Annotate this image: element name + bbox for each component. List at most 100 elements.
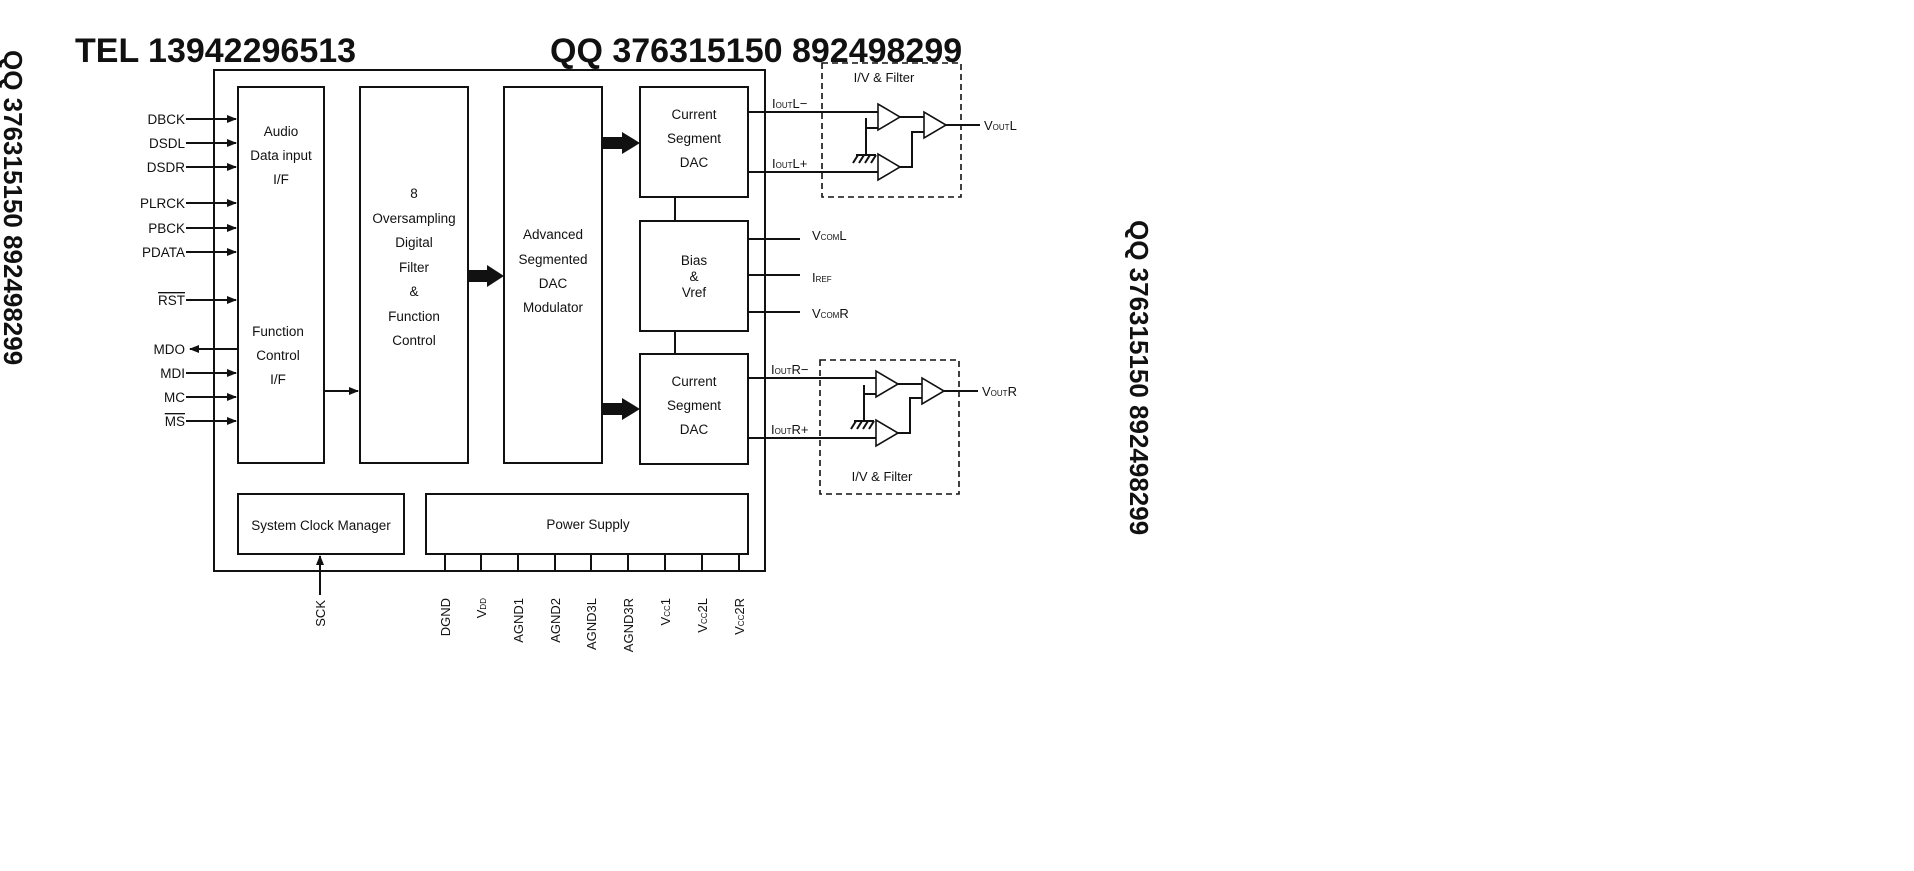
watermark-side-left: QQ 376315150 892498299	[0, 50, 28, 365]
audio-if-line: Audio	[264, 124, 299, 139]
pin-label: MDI	[160, 366, 185, 381]
pin-ms: MS	[165, 414, 237, 429]
ground-symbol-left	[852, 154, 877, 164]
dac-left-line: Segment	[667, 131, 721, 146]
power-pin-label: VCC1	[658, 598, 673, 625]
filter-line: &	[409, 284, 418, 299]
power-pin: AGND3L	[584, 554, 599, 650]
opamp-right-lower	[875, 418, 900, 448]
modulator-line: DAC	[539, 276, 568, 291]
filter-line: Function	[388, 309, 440, 324]
pin-mdi: MDI	[160, 366, 237, 381]
pin-label: RST	[158, 293, 185, 308]
bias-line: Vref	[682, 285, 707, 300]
power-pin-label: AGND3R	[621, 598, 636, 652]
dac-modulator-label: Advanced Segmented DAC Modulator	[518, 227, 587, 315]
power-pin: AGND2	[548, 554, 563, 643]
modulator-line: Modulator	[523, 300, 584, 315]
power-pin: VCC2L	[695, 554, 710, 633]
iv-filter-right-box	[819, 359, 960, 495]
function-if-label: Function Control I/F	[252, 324, 304, 387]
iout-l-plus-label: IOUTL+	[772, 156, 807, 171]
modulator-line: Segmented	[518, 252, 587, 267]
opamp-right-upper	[875, 369, 900, 399]
dac-modulator-block	[503, 86, 603, 464]
function-if-line: Control	[256, 348, 300, 363]
power-pin-label: AGND3L	[584, 598, 599, 650]
pin-label: DSDL	[149, 136, 186, 151]
modulator-line: Advanced	[523, 227, 583, 242]
watermark-phone: TEL 13942296513	[75, 32, 356, 70]
iv-filter-left-label: I/V & Filter	[854, 70, 915, 85]
pin-label: MS	[165, 414, 185, 429]
iv-filter-right-label: I/V & Filter	[852, 469, 913, 484]
pin-dsdl: DSDL	[149, 136, 237, 151]
dac-right-line: Current	[671, 374, 716, 389]
power-pin-label: VCC2R	[732, 598, 747, 635]
audio-if-line: Data input	[250, 148, 312, 163]
vcom-r-label: VCOMR	[812, 306, 849, 321]
audio-if-label: Audio Data input I/F	[250, 124, 312, 187]
opamp-left-output	[923, 110, 948, 140]
pin-label: DSDR	[147, 160, 186, 175]
power-pin-label: VCC2L	[695, 598, 710, 633]
dac-left-label: Current Segment DAC	[667, 107, 721, 170]
power-supply-block	[425, 493, 749, 555]
pin-plrck: PLRCK	[140, 196, 237, 211]
right-lower-to-output	[898, 397, 922, 434]
filter-line: 8	[410, 186, 418, 201]
audio-function-if-block	[237, 86, 325, 464]
bias-line: &	[689, 269, 698, 284]
bias-outputs: VCOML IREF VCOMR	[748, 228, 849, 321]
dac-left-line: Current	[671, 107, 716, 122]
sck-label: SCK	[313, 600, 328, 627]
power-pin: AGND1	[511, 554, 526, 643]
left-lower-to-output	[900, 131, 924, 168]
power-pin: DGND	[438, 554, 453, 636]
filter-line: Control	[392, 333, 436, 348]
filter-line: Filter	[399, 260, 430, 275]
pin-mdo: MDO	[154, 342, 238, 357]
function-if-line: I/F	[270, 372, 286, 387]
pin-mc: MC	[164, 390, 237, 405]
power-pin-label: AGND1	[511, 598, 526, 643]
power-pin-label: VDD	[474, 598, 489, 618]
pin-label: PDATA	[142, 245, 185, 260]
pin-label: DBCK	[147, 112, 185, 127]
pin-label: MC	[164, 390, 185, 405]
watermark-side-right: QQ 376315150 892498299	[1124, 220, 1154, 535]
pin-label: PLRCK	[140, 196, 185, 211]
dac-right-line: DAC	[680, 422, 709, 437]
bias-vref-label: Bias & Vref	[681, 253, 708, 300]
modulator-to-dac-right-arrow	[603, 398, 640, 420]
system-clock-manager-label: System Clock Manager	[251, 518, 391, 533]
pin-rst: RST	[158, 293, 237, 308]
power-pin: AGND3R	[621, 554, 636, 652]
bias-line: Bias	[681, 253, 708, 268]
system-clock-manager-block	[237, 493, 405, 555]
right-channel-output: IOUTR− IOUTR+ I/V & Filter VOUTR	[748, 359, 1017, 495]
pin-dbck: DBCK	[147, 112, 237, 127]
pin-dsdr: DSDR	[147, 160, 237, 175]
power-pin-label: AGND2	[548, 598, 563, 643]
function-if-line: Function	[252, 324, 304, 339]
power-pin: VDD	[474, 554, 489, 618]
vout-r-label: VOUTR	[982, 384, 1017, 399]
digital-filter-label: 8 Oversampling Digital Filter & Function…	[372, 186, 455, 348]
power-supply-label: Power Supply	[546, 517, 630, 532]
iout-r-plus-label: IOUTR+	[771, 422, 809, 437]
opamp-left-lower	[877, 152, 902, 182]
opamp-right-output	[921, 376, 946, 406]
pin-label: PBCK	[148, 221, 185, 236]
modulator-to-dac-left-arrow	[603, 132, 640, 154]
input-pins: DBCK DSDL DSDR PLRCK PBCK PDATA RST MDO MDI MC MS	[140, 112, 238, 429]
audio-if-line: I/F	[273, 172, 289, 187]
internal-connections	[324, 132, 640, 420]
power-pins: DGND VDD AGND1 AGND2 AGND3L AGND3R VCC1 VCC2L VC…	[438, 554, 747, 652]
digital-filter-block	[359, 86, 469, 464]
power-pin: VCC1	[658, 554, 673, 625]
iref-label: IREF	[812, 270, 832, 285]
power-pin-label: DGND	[438, 598, 453, 636]
ground-symbol-right	[850, 420, 875, 430]
